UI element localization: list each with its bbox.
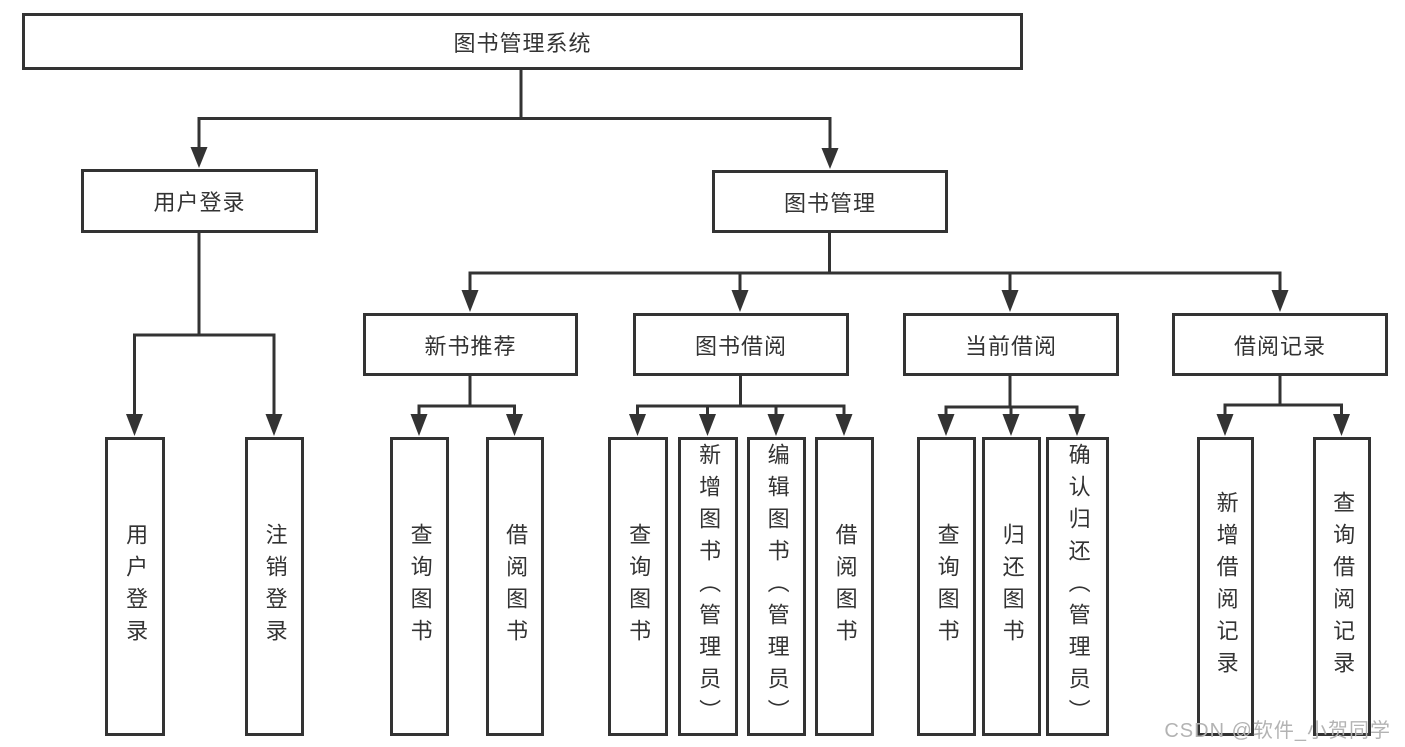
leaf-return-book: 归还图书 [982, 437, 1041, 736]
leaf-borrow-book-recommend: 借阅图书 [486, 437, 544, 736]
node-label: 借阅图书 [832, 522, 858, 651]
leaf-confirm-return-admin: 确认归还（管理员） [1046, 437, 1109, 736]
arrowhead-icon [937, 414, 955, 436]
leaf-borrow-book: 借阅图书 [815, 437, 874, 736]
arrowhead-icon [767, 414, 785, 436]
arrowhead-icon [461, 290, 479, 312]
node-label: 用户登录 [153, 190, 246, 215]
arrowhead-icon [1002, 414, 1020, 436]
watermark: CSDN @软件_小贺同学 [1164, 720, 1391, 742]
node-borrow-records: 借阅记录 [1172, 313, 1388, 376]
leaf-logout: 注销登录 [245, 437, 304, 736]
node-label: 借阅记录 [1233, 333, 1326, 359]
arrowhead-icon [506, 414, 523, 436]
node-label: 新书推荐 [424, 333, 517, 359]
arrowhead-icon [1271, 290, 1289, 312]
node-label: 当前借阅 [964, 333, 1057, 359]
node-label: 新增图书（管理员） [696, 442, 722, 731]
arrowhead-icon [265, 414, 283, 436]
arrowhead-icon [1333, 414, 1350, 436]
leaf-edit-book-admin: 编辑图书（管理员） [747, 437, 806, 736]
node-user-login: 用户登录 [81, 169, 318, 233]
node-label: 归还图书 [999, 522, 1025, 651]
arrowhead-icon [126, 414, 143, 436]
leaf-add-book-admin: 新增图书（管理员） [678, 437, 738, 736]
node-book-management: 图书管理 [712, 170, 948, 233]
node-label: 查询图书 [407, 522, 433, 651]
node-library-management-system: 图书管理系统 [22, 13, 1023, 70]
arrowhead-icon [629, 414, 646, 436]
arrowhead-icon [699, 414, 716, 436]
arrowhead-icon [1001, 290, 1019, 312]
leaf-query-borrow-record: 查询借阅记录 [1313, 437, 1371, 736]
arrowhead-icon [1068, 414, 1086, 436]
leaf-query-book-recommend: 查询图书 [390, 437, 449, 736]
leaf-add-borrow-record: 新增借阅记录 [1197, 437, 1254, 736]
node-label: 图书管理 [783, 190, 876, 216]
arrowhead-icon [821, 148, 839, 169]
node-label: 图书借阅 [694, 333, 787, 359]
node-current-borrow: 当前借阅 [903, 313, 1119, 376]
arrowhead-icon [835, 414, 853, 436]
node-new-book-recommend: 新书推荐 [363, 313, 578, 376]
node-book-borrow: 图书借阅 [633, 313, 849, 376]
leaf-user-login: 用户登录 [105, 437, 165, 736]
leaf-query-book-current: 查询图书 [917, 437, 976, 736]
node-label: 确认归还（管理员） [1065, 442, 1091, 731]
node-label: 新增借阅记录 [1213, 490, 1239, 683]
arrowhead-icon [190, 147, 208, 168]
node-label: 查询图书 [934, 522, 960, 651]
node-label: 查询图书 [626, 522, 652, 651]
arrowhead-icon [1216, 414, 1234, 436]
arrowhead-icon [410, 414, 428, 436]
leaf-query-book-borrow: 查询图书 [608, 437, 668, 736]
node-label: 图书管理系统 [453, 30, 592, 56]
node-label: 查询借阅记录 [1330, 490, 1356, 683]
node-label: 编辑图书（管理员） [764, 442, 790, 731]
node-label: 注销登录 [262, 522, 288, 651]
node-label: 用户登录 [123, 522, 149, 651]
node-label: 借阅图书 [503, 522, 529, 651]
arrowhead-icon [731, 290, 749, 312]
